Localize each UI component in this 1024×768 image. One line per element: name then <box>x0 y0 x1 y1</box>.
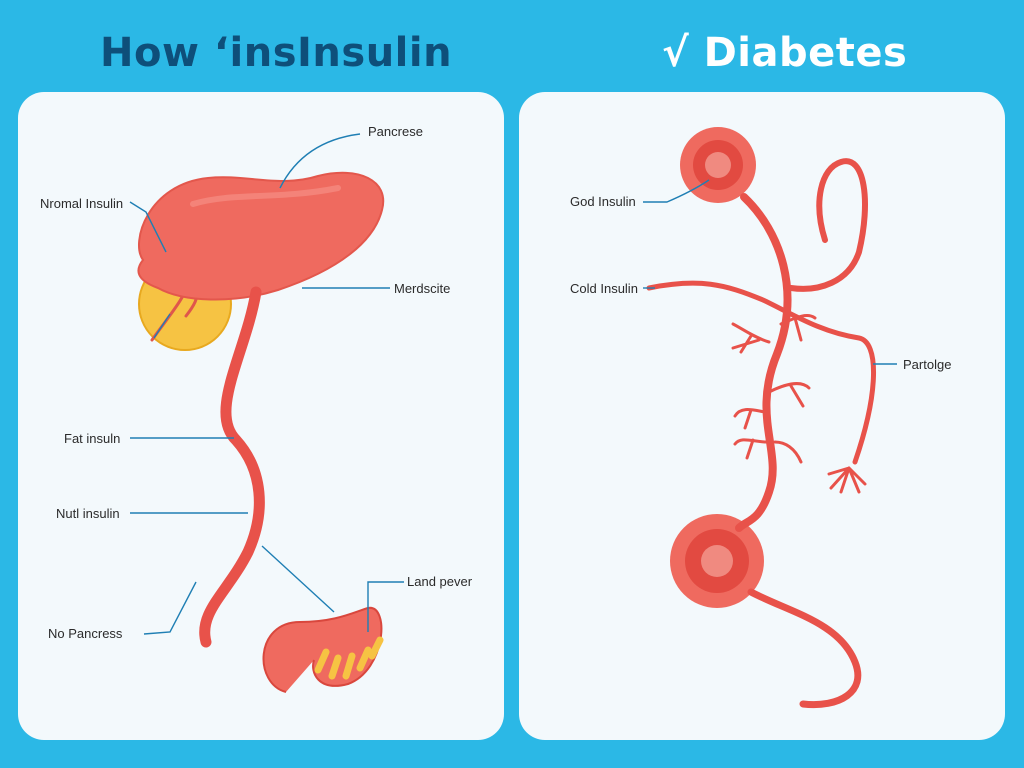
stomach-stripes <box>314 636 384 680</box>
diabetes-pathway-diagram <box>643 127 897 709</box>
capillary-twigs <box>731 314 867 494</box>
tail-vessel <box>747 588 862 709</box>
right-leader-lines <box>643 179 897 365</box>
right-panel: God Insulin Cold Insulin Partolge <box>519 92 1005 740</box>
leader-no-pancreas <box>143 581 197 635</box>
label-partouge: Partolge <box>903 357 952 372</box>
stomach-organ <box>262 606 383 693</box>
label-cold-insulin: Cold Insulin <box>570 281 638 296</box>
leader-normal-insulin <box>129 201 167 253</box>
main-vessel <box>199 286 265 648</box>
label-normal-insulin: Nromal Insulin <box>40 196 124 211</box>
left-leader-lines <box>129 133 404 635</box>
label-fat-insulin: Fat insuln <box>64 431 121 446</box>
branch-vessel <box>646 280 877 465</box>
label-no-pancreas: No Pancress <box>48 626 123 641</box>
label-merocite: Merdscite <box>394 281 451 296</box>
leader-stomach <box>261 545 335 613</box>
leader-land-pever <box>367 581 404 632</box>
lower-node-core <box>701 545 733 577</box>
title-left: How ʻinsInsulin <box>100 30 453 76</box>
label-nutl-insulin: Nutl insulin <box>56 506 120 521</box>
leader-fat <box>153 313 171 339</box>
loop-vessel <box>788 158 868 292</box>
leader-god-insulin <box>643 179 710 203</box>
title-right: √ Diabetes <box>662 30 908 76</box>
pancreas-organ <box>137 171 385 301</box>
label-land-pever: Land pever <box>407 574 473 589</box>
pancreas-highlight <box>190 185 341 207</box>
upper-node-core <box>705 152 731 178</box>
insulin-pathway-diagram <box>129 133 404 693</box>
label-pancreas: Pancrese <box>368 124 423 139</box>
left-panel: Pancrese Nromal Insulin Merdscite Fat in… <box>18 92 504 740</box>
label-god-insulin: God Insulin <box>570 194 636 209</box>
main-vessel-right <box>735 193 792 532</box>
leader-pancreas <box>279 133 361 189</box>
